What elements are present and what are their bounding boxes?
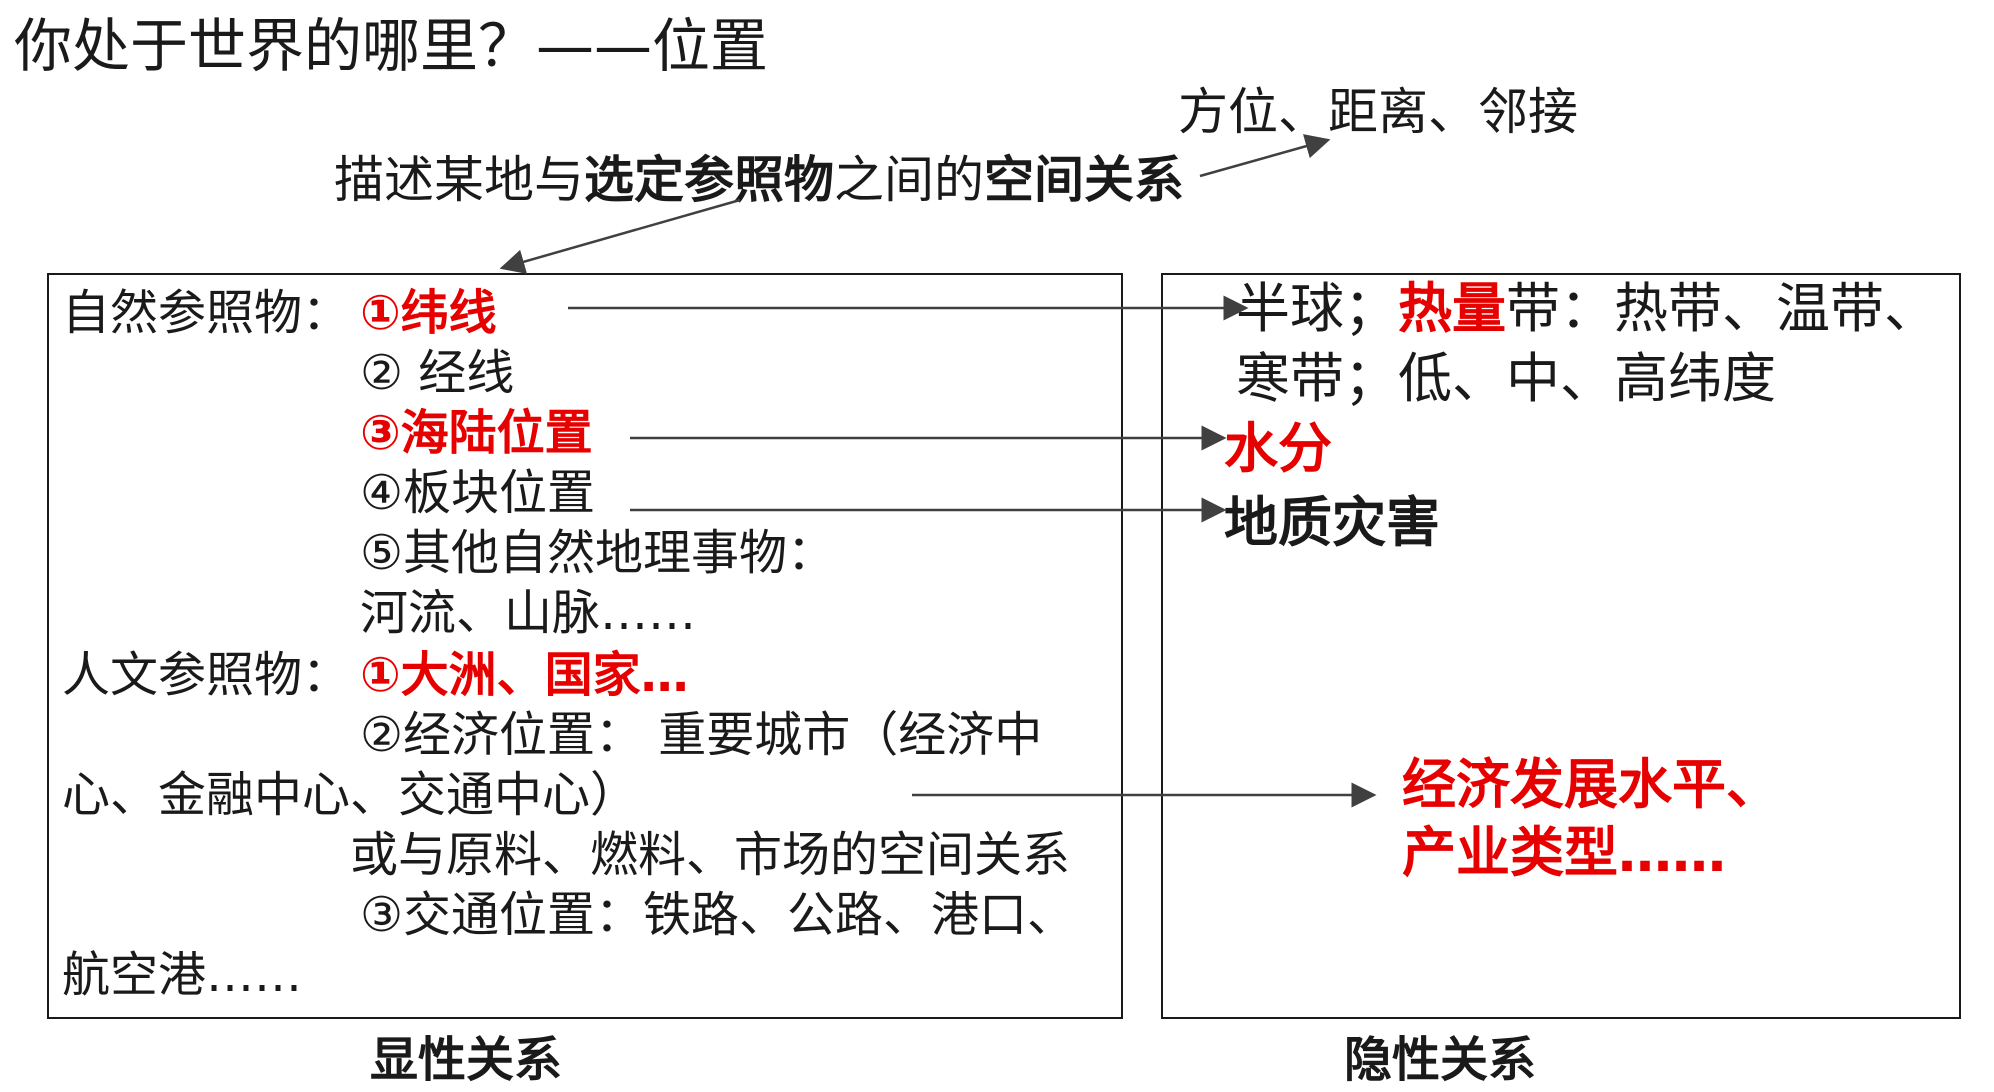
- implicit-relations-caption: 隐性关系: [1344, 1032, 1537, 1088]
- spatial-relation-keywords: 方位、距离、邻接: [1178, 83, 1578, 141]
- page-title: 你处于世界的哪里？——位置: [14, 12, 769, 80]
- arrow-to-keywords: [1199, 134, 1331, 178]
- natural-item-rivers-mountains: 河流、山脉……: [360, 585, 697, 641]
- human-item-transport-position: ③交通位置：铁路、公路、港口、: [360, 887, 1076, 943]
- definition-part-3: 之间的: [834, 151, 984, 209]
- heat-zones-text: 带：热带、温带、: [1506, 277, 1938, 340]
- natural-item-other-features: ⑤其他自然地理事物：: [360, 525, 836, 581]
- economic-level-effect: 经济发展水平、: [1402, 753, 1780, 816]
- human-item-economic-position: ②经济位置： 重要城市（经济中: [360, 707, 1043, 763]
- natural-reference-label: 自然参照物：: [62, 285, 351, 341]
- human-item-continent-country: ①大洲、国家…: [360, 647, 689, 703]
- explicit-relations-caption: 显性关系: [370, 1032, 563, 1088]
- definition-spatial-relation: 空间关系: [984, 151, 1184, 209]
- industry-type-effect: 产业类型……: [1402, 821, 1726, 884]
- human-item-economic-centers: 心、金融中心、交通中心）: [62, 767, 639, 823]
- water-effect: 水分: [1224, 417, 1332, 480]
- implicit-relations-box: [1161, 273, 1961, 1019]
- position-definition: 描述某地与选定参照物之间的空间关系: [334, 148, 1184, 212]
- natural-item-latitude: ①纬线: [360, 285, 497, 341]
- natural-item-land-sea-position: ③海陆位置: [360, 405, 593, 461]
- arrow-to-left-box: [499, 198, 741, 274]
- human-item-resource-market: 或与原料、燃料、市场的空间关系: [350, 827, 1071, 883]
- definition-part-1: 描述某地与: [334, 151, 584, 209]
- natural-item-plate-position: ④板块位置: [360, 465, 596, 521]
- natural-item-longitude: ② 经线: [360, 345, 515, 401]
- hemisphere-heat-zones-line-1: 半球；热量带：热带、温带、: [1236, 274, 1938, 344]
- geological-hazard-effect: 地质灾害: [1224, 491, 1440, 554]
- explicit-relations-box: [47, 273, 1123, 1019]
- definition-reference-object: 选定参照物: [584, 151, 834, 209]
- human-item-airport: 航空港……: [62, 947, 303, 1003]
- heat-text: 热量: [1398, 277, 1506, 340]
- human-reference-label: 人文参照物：: [62, 647, 351, 703]
- hemisphere-text: 半球；: [1236, 277, 1398, 340]
- hemisphere-heat-zones-line-2: 寒带；低、中、高纬度: [1236, 347, 1776, 410]
